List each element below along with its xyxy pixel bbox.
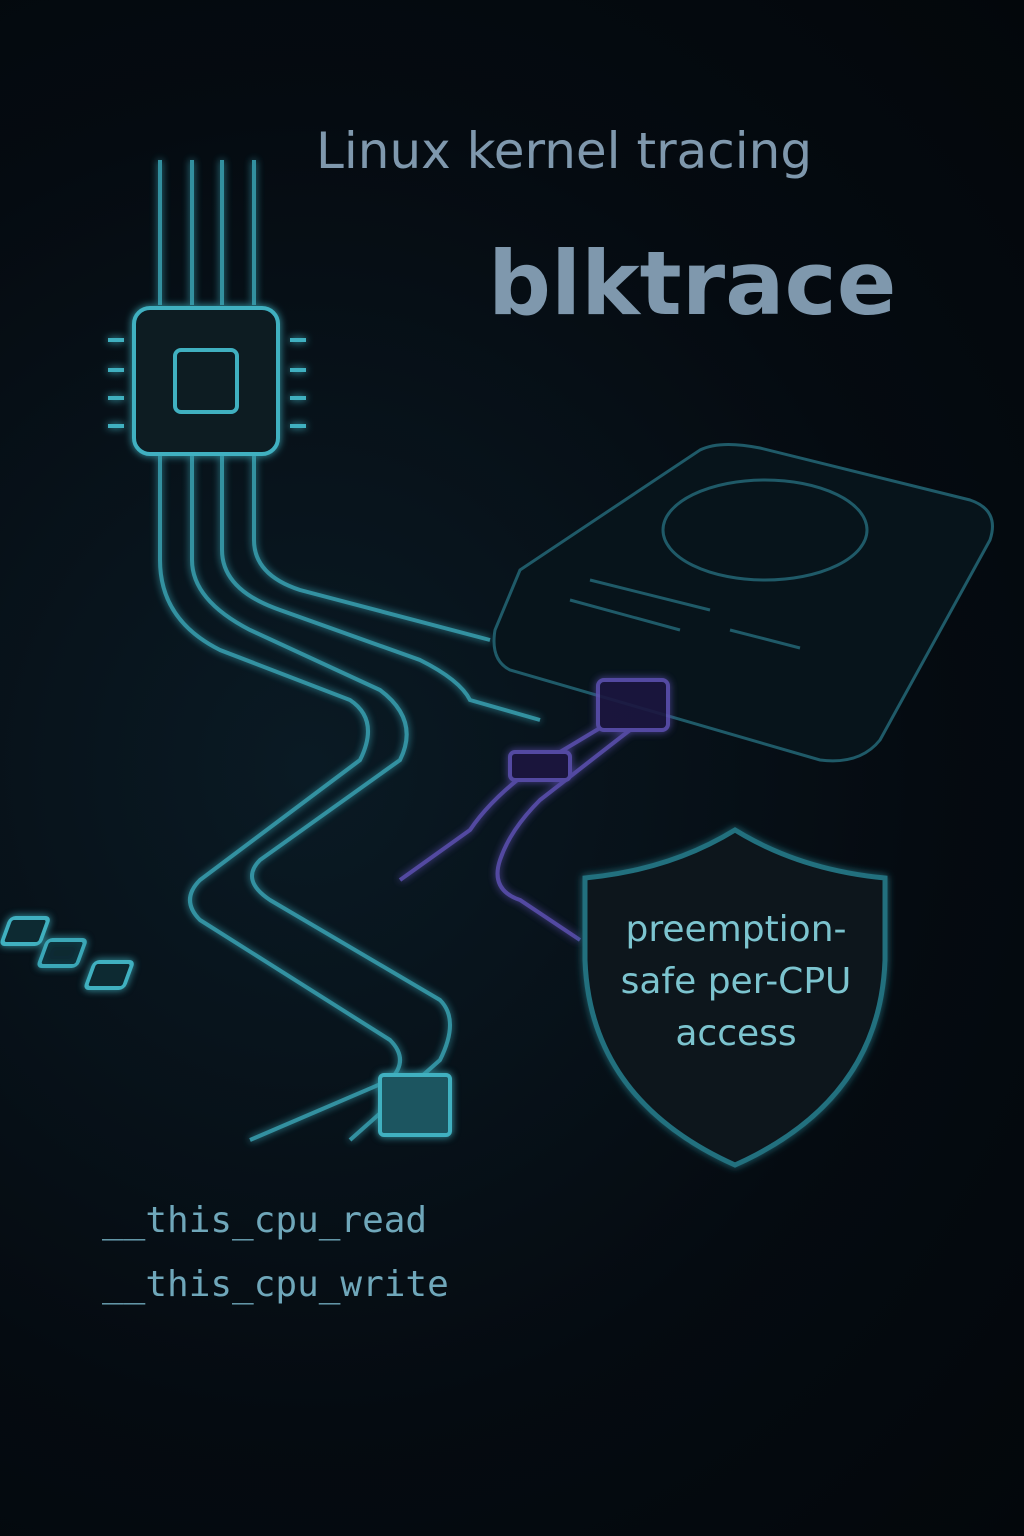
shield-label: preemption-safe per-CPU access [620,909,852,1054]
code-line-read: __this_cpu_read [102,1200,428,1241]
subtitle: Linux kernel tracing [316,122,813,180]
shield-icon [582,827,888,1168]
code-line-write: __this_cpu_write [102,1264,449,1305]
circuit-traces [158,160,541,1142]
cpu-chip-icon [108,306,306,456]
disk-drive-icon [492,443,994,763]
data-blocks [0,916,452,1137]
page-title: blktrace [488,232,897,335]
data-path-purple [398,678,670,942]
